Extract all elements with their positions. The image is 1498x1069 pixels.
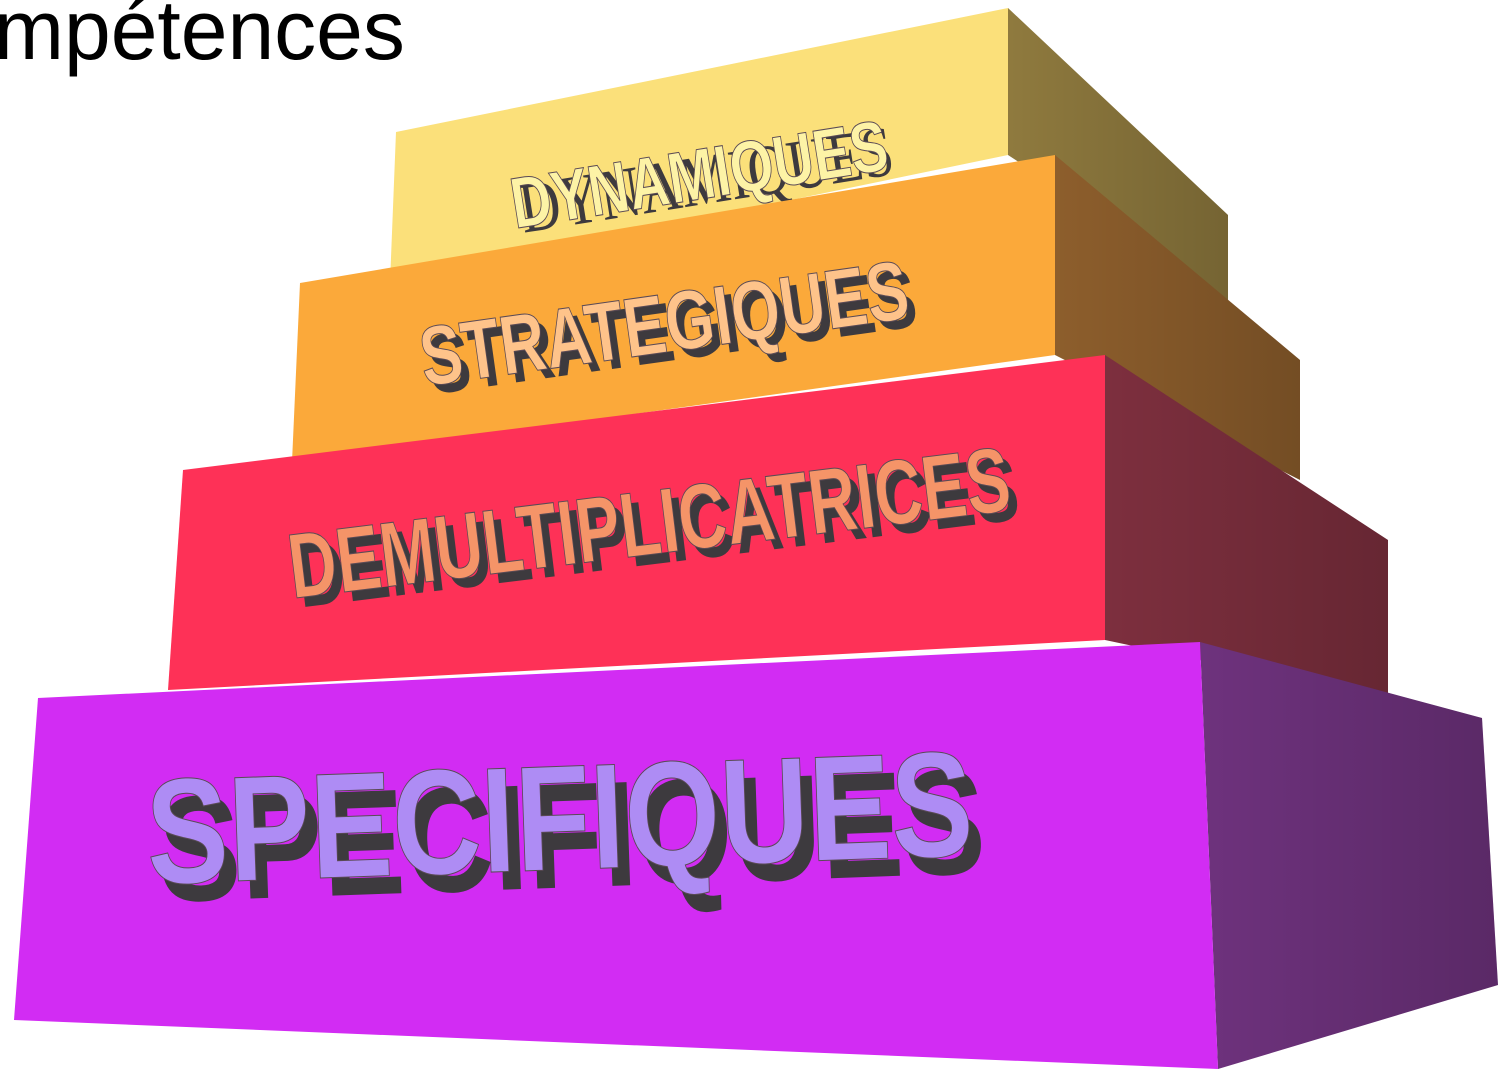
tier-specifiques-label: SPECIFIQUES: [143, 721, 975, 917]
tier-specifiques: SPECIFIQUES SPECIFIQUES: [14, 642, 1498, 1069]
